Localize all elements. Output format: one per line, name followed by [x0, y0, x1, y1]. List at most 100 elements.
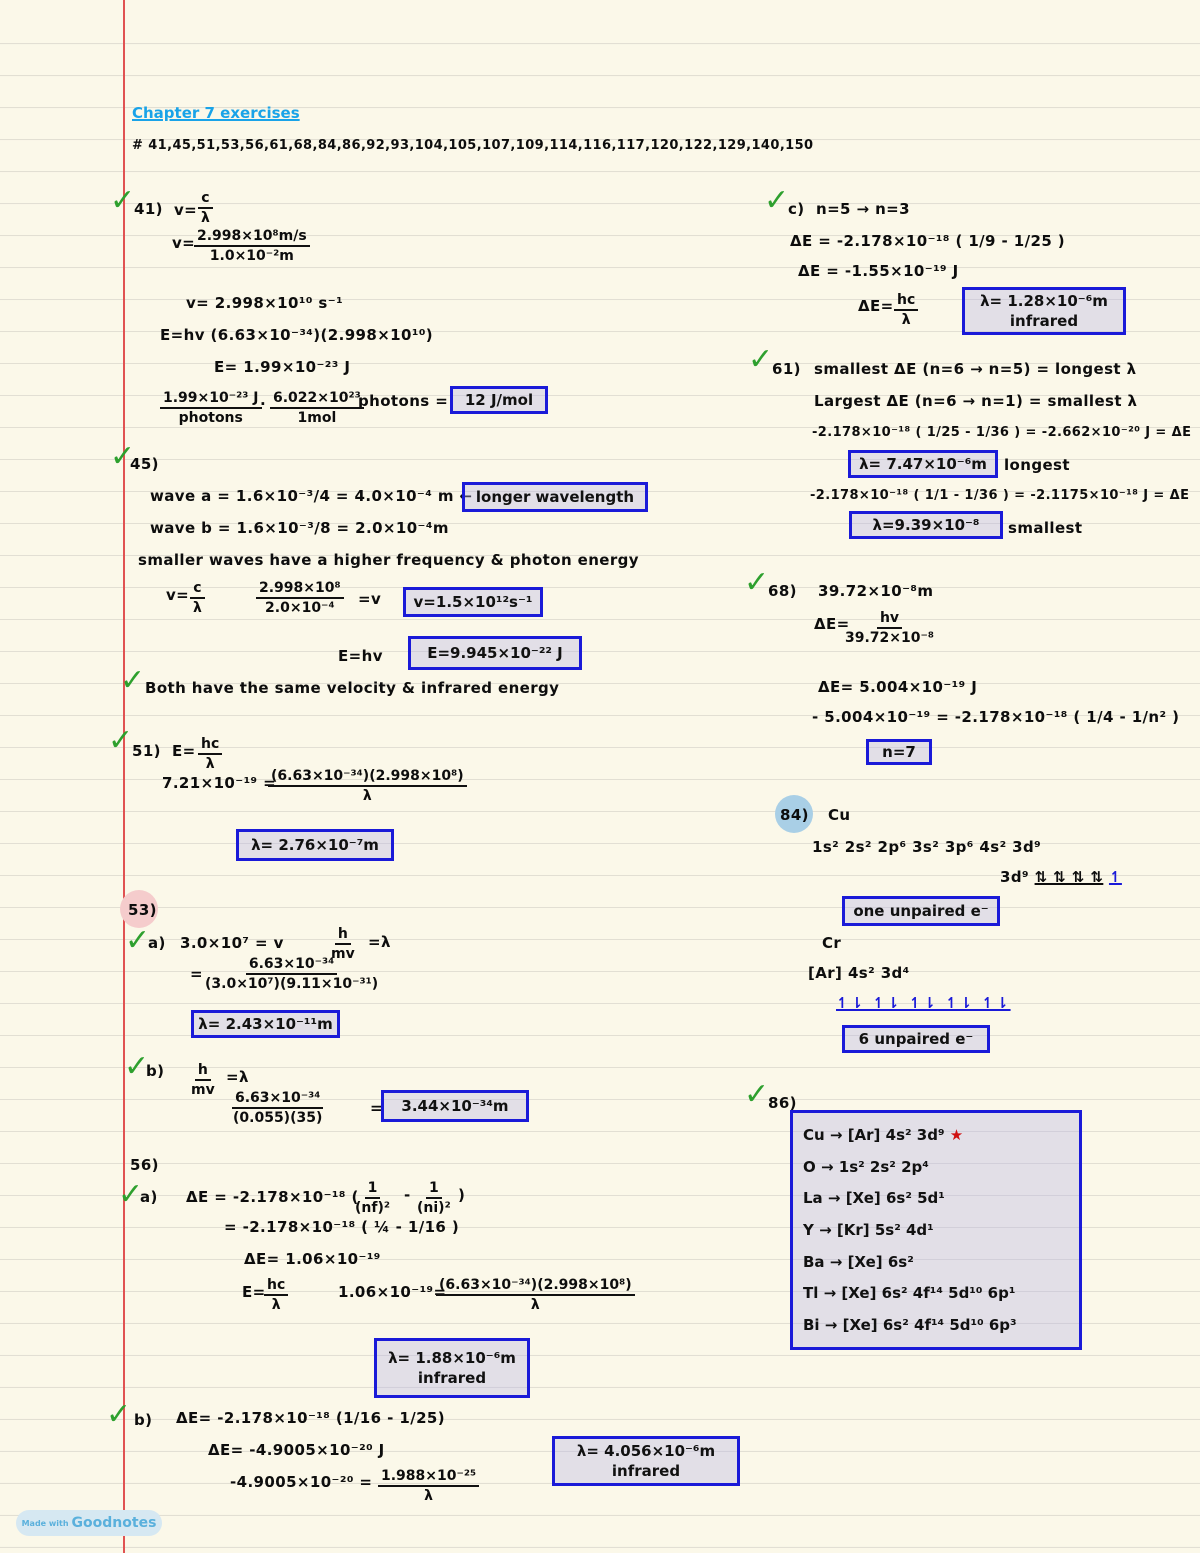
p53-fraction-2: 6.63×10⁻³⁴(3.0×10⁷)(9.11×10⁻³¹): [205, 956, 379, 992]
p53-a-eq: =: [190, 965, 203, 983]
p56-minus: -: [404, 1186, 411, 1204]
check-icon: ✓: [118, 1177, 144, 1212]
exercise-list: # 41,45,51,53,56,61,68,84,86,92,93,104,1…: [132, 138, 814, 153]
p45-wave-a: wave a = 1.6×10⁻³/4 = 4.0×10⁻⁴ m ←: [150, 487, 473, 505]
highlight-circle: [120, 890, 158, 928]
p53-label: 53): [128, 901, 157, 919]
p45-statement: smaller waves have a higher frequency & …: [138, 551, 639, 569]
p56-b-de: ΔE= -2.178×10⁻¹⁸ (1/16 - 1/25): [176, 1409, 445, 1427]
p45-eq-v: =v: [358, 590, 382, 608]
check-icon: ✓: [124, 1049, 150, 1084]
p68-answer-box: n=7: [866, 739, 932, 765]
p68-label: 68): [768, 582, 797, 600]
check-icon: ✓: [106, 1397, 132, 1432]
p84-answer-cr-box: 6 unpaired e⁻: [842, 1025, 990, 1053]
p56-label: 56): [130, 1156, 159, 1174]
check-icon: ✓: [108, 723, 134, 758]
p56-a-de: ΔE = -2.178×10⁻¹⁸ (: [186, 1188, 359, 1206]
p68-line3: - 5.004×10⁻¹⁹ = -2.178×10⁻¹⁸ ( 1/4 - 1/n…: [812, 708, 1180, 726]
p53-b-eq: =: [370, 1099, 383, 1117]
p84-config-cu: 1s² 2s² 2p⁶ 3s² 3p⁶ 4s² 3d⁹: [812, 838, 1042, 856]
p56-b-line3: -4.9005×10⁻²⁰ =: [230, 1473, 373, 1491]
p51-label: 51): [132, 742, 161, 760]
p45-conclusion: Both have the same velocity & infrared e…: [145, 679, 560, 697]
p56-a-line3: ΔE= 1.06×10⁻¹⁹: [244, 1250, 381, 1268]
p68-de-eq: ΔE=: [814, 615, 850, 633]
p56c-line1: ΔE = -2.178×10⁻¹⁸ ( 1/9 - 1/25 ): [790, 232, 1066, 250]
p45-label: 45): [130, 455, 159, 473]
p53-answer-a-box: λ= 2.43×10⁻¹¹m: [191, 1010, 340, 1038]
p41-v3: v= 2.998×10¹⁰ s⁻¹: [186, 294, 344, 312]
p56-fraction-rhs: (6.63×10⁻³⁴)(2.998×10⁸)λ: [436, 1277, 635, 1313]
p41-e-hv: E=hv (6.63×10⁻³⁴)(2.998×10¹⁰): [160, 326, 434, 344]
p51-e-eq: E=: [172, 742, 196, 760]
check-icon: ✓: [110, 439, 136, 474]
page-title: Chapter 7 exercises: [132, 104, 300, 122]
p41-v2: v=: [172, 234, 196, 252]
check-icon: ✓: [748, 342, 774, 377]
p61-answer-smallest-box: λ=9.39×10⁻⁸: [849, 511, 1003, 539]
p61-line2: Largest ΔE (n=6 → n=1) = smallest λ: [814, 392, 1138, 410]
p41-answer-box: 12 J/mol: [450, 386, 548, 414]
p84-config-cr: [Ar] 4s² 3d⁴: [808, 964, 910, 982]
p56-close: ): [458, 1186, 466, 1204]
check-icon: ✓: [744, 1077, 770, 1112]
p45-e-hv: E=hv: [338, 647, 383, 665]
margin-line: [123, 0, 125, 1553]
p86-config-ba: Ba → [Xe] 6s²: [803, 1252, 914, 1271]
p61-answer-longest-box: λ= 7.47×10⁻⁶m: [848, 450, 998, 478]
p45-answer-e-box: E=9.945×10⁻²² J: [408, 636, 582, 670]
p61-tag-smallest: smallest: [1008, 519, 1083, 537]
p86-config-tl: Tl → [Xe] 6s² 4f¹⁴ 5d¹⁰ 6p¹: [803, 1284, 1016, 1303]
p56-rhs-lhs: 1.06×10⁻¹⁹=: [338, 1283, 447, 1301]
p84-label: 84): [780, 806, 809, 824]
p41-label: 41): [134, 200, 163, 218]
p45-answer-a-box: longer wavelength: [462, 482, 648, 512]
p86-config-y: Y → [Kr] 5s² 4d¹: [803, 1220, 934, 1239]
p56-a-label: a): [140, 1188, 158, 1206]
check-icon: ✓: [125, 923, 151, 958]
p61-label: 61): [772, 360, 801, 378]
p53-answer-b-box: 3.44×10⁻³⁴m: [381, 1090, 529, 1122]
p86-config-box: Cu → [Ar] 4s² 3d⁹ ★ O → 1s² 2s² 2p⁴ La →…: [790, 1110, 1082, 1350]
p86-config-o: O → 1s² 2s² 2p⁴: [803, 1157, 929, 1176]
p53-b-label: b): [146, 1062, 165, 1080]
p84-element-cr: Cr: [822, 934, 842, 952]
p51-answer-box: λ= 2.76×10⁻⁷m: [236, 829, 394, 861]
p56-b-line2: ΔE= -4.9005×10⁻²⁰ J: [208, 1441, 385, 1459]
p61-line4: -2.178×10⁻¹⁸ ( 1/1 - 1/36 ) = -2.1175×10…: [810, 488, 1190, 503]
p45-v-eq: v=: [166, 586, 190, 604]
p56-e-eq: E=: [242, 1283, 266, 1301]
check-icon: ✓: [764, 183, 790, 218]
highlight-circle: [775, 795, 813, 833]
p51-lhs: 7.21×10⁻¹⁹ =: [162, 774, 277, 792]
p56c-line2: ΔE = -1.55×10⁻¹⁹ J: [798, 262, 959, 280]
p53-eq-lam: =λ: [368, 933, 391, 951]
p45-answer-v-box: v=1.5×10¹²s⁻¹: [403, 587, 543, 617]
p84-element-cu: Cu: [828, 806, 851, 824]
p41-v-eq: v=: [174, 201, 198, 219]
p61-line3: -2.178×10⁻¹⁸ ( 1/25 - 1/36 ) = -2.662×10…: [812, 425, 1192, 440]
p45-wave-b: wave b = 1.6×10⁻³/8 = 2.0×10⁻⁴m: [150, 519, 449, 537]
p53-eq-lam-2: =λ: [226, 1068, 249, 1086]
p86-config-la: La → [Xe] 6s² 5d¹: [803, 1189, 945, 1208]
p68-line2: ΔE= 5.004×10⁻¹⁹ J: [818, 678, 978, 696]
p56-fraction-nf: 1(nf)²: [355, 1180, 390, 1216]
p61-line1: smallest ΔE (n=6 → n=5) = longest λ: [814, 360, 1137, 378]
p68-value: 39.72×10⁻⁸m: [818, 582, 934, 600]
p84-answer-cu-box: one unpaired e⁻: [842, 896, 1000, 926]
p56c-de-eq: ΔE=: [858, 297, 894, 315]
